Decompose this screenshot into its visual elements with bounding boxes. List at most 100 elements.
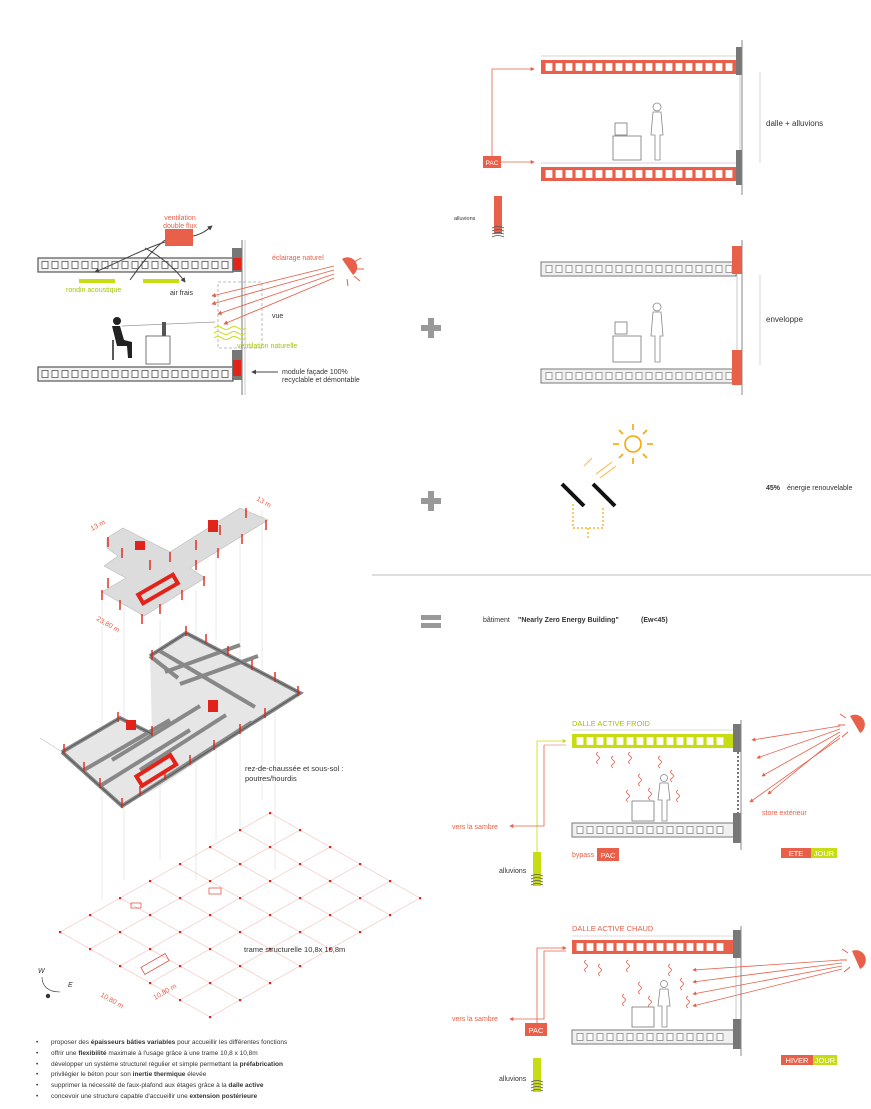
grid-node [299, 897, 302, 900]
grid-node [299, 965, 302, 968]
slab-void [725, 265, 733, 273]
slab-void [685, 265, 693, 273]
nzeb-suffix: (Ew<45) [641, 617, 668, 624]
slab-void [596, 737, 604, 745]
slab-void [576, 737, 584, 745]
grid-line [239, 829, 391, 916]
probe [533, 852, 541, 886]
air-wave [648, 995, 652, 1009]
dim-13a: 13 m [90, 519, 107, 533]
winter-vers: vers la sambre [452, 1016, 498, 1023]
slab-void [545, 170, 553, 178]
nzeb-title: "Nearly Zero Energy Building" [518, 617, 619, 624]
slab-void [61, 261, 69, 269]
time-badge-jour [813, 1055, 837, 1065]
grid-node [329, 914, 332, 917]
grid-line [89, 914, 241, 1001]
coil [530, 883, 544, 886]
slab-void [575, 63, 583, 71]
slab-void [645, 265, 653, 273]
bullet-emphasis: épaisseurs bâties variables [90, 1039, 176, 1046]
slab-void [616, 1033, 624, 1041]
bullet-item: •développer un système structurel réguli… [36, 1060, 376, 1071]
person-icon [112, 317, 216, 360]
slab-void [705, 265, 713, 273]
air-wave [626, 789, 630, 803]
slab-void [636, 737, 644, 745]
slab-void [575, 170, 583, 178]
slab-void [545, 63, 553, 71]
slab-void [686, 1033, 694, 1041]
person-outline-icon [657, 774, 671, 822]
pac-badge [483, 156, 501, 168]
slab-void [615, 170, 623, 178]
label-rdc-1: rez-de-chaussée et sous-sol : [245, 764, 343, 773]
air-wave [626, 959, 630, 973]
slab-void [646, 943, 654, 951]
slab-void [686, 737, 694, 745]
grid-node [239, 897, 242, 900]
nzeb-prefix: bâtiment [483, 617, 510, 624]
grid-node [329, 846, 332, 849]
grid-line [149, 880, 301, 967]
pac-badge-summer [597, 848, 619, 861]
slab-void [635, 170, 643, 178]
slab-void [545, 372, 553, 380]
slab-void [615, 63, 623, 71]
coil [491, 235, 505, 238]
winter-pac: PAC [529, 1026, 544, 1035]
label-enveloppe: enveloppe [766, 315, 803, 324]
bullet-dot: • [36, 1082, 39, 1090]
bullet-text: supprimer la nécessité de faux-plafond a… [51, 1082, 229, 1090]
slab-void [625, 372, 633, 380]
slab-void [221, 261, 229, 269]
air-wave [670, 769, 674, 783]
slab-void [606, 943, 614, 951]
probe [494, 196, 502, 234]
slab-void [626, 1033, 634, 1041]
section-enveloppe: enveloppe [540, 240, 803, 395]
slab-void [586, 826, 594, 834]
slab-void [705, 63, 713, 71]
coil [530, 874, 544, 877]
bullet-list: •proposer des épaisseurs bâties variable… [36, 1038, 376, 1103]
winter-title: DALLE ACTIVE CHAUD [572, 924, 654, 933]
slab-void [161, 370, 169, 378]
slab-void [596, 1033, 604, 1041]
slab-void [191, 370, 199, 378]
slab-void [575, 372, 583, 380]
slab-void [606, 826, 614, 834]
air-wave [686, 995, 690, 1009]
equals-icon [421, 615, 441, 628]
label-module-2: recyclable et démontable [282, 377, 360, 384]
grid-line [149, 863, 361, 984]
slab-void [655, 63, 663, 71]
slab-void [141, 261, 149, 269]
air-wave [611, 755, 615, 769]
bullet-dot: • [36, 1039, 39, 1046]
slab-void [141, 370, 149, 378]
slab-void [41, 261, 49, 269]
slab-void [41, 370, 49, 378]
bullet-emphasis: inertie thermique [132, 1071, 186, 1079]
slab-void [171, 261, 179, 269]
compass-icon: W E [38, 968, 73, 999]
air-wave [658, 755, 662, 769]
air-wave [584, 959, 588, 973]
grid-line [209, 897, 421, 1018]
slab-void [586, 943, 594, 951]
slab-void [686, 826, 694, 834]
slab-void [705, 170, 713, 178]
grid-node [329, 880, 332, 883]
grid-node [179, 999, 182, 1002]
slab-void [705, 372, 713, 380]
grid-line [119, 897, 271, 984]
compass-e: E [68, 982, 73, 989]
time-badge-jour [811, 848, 837, 858]
bullet-dot: • [36, 1071, 39, 1079]
slab-void [101, 370, 109, 378]
grid-node [89, 948, 92, 951]
slab-void [585, 372, 593, 380]
slab-void [656, 943, 664, 951]
slab-void [625, 63, 633, 71]
